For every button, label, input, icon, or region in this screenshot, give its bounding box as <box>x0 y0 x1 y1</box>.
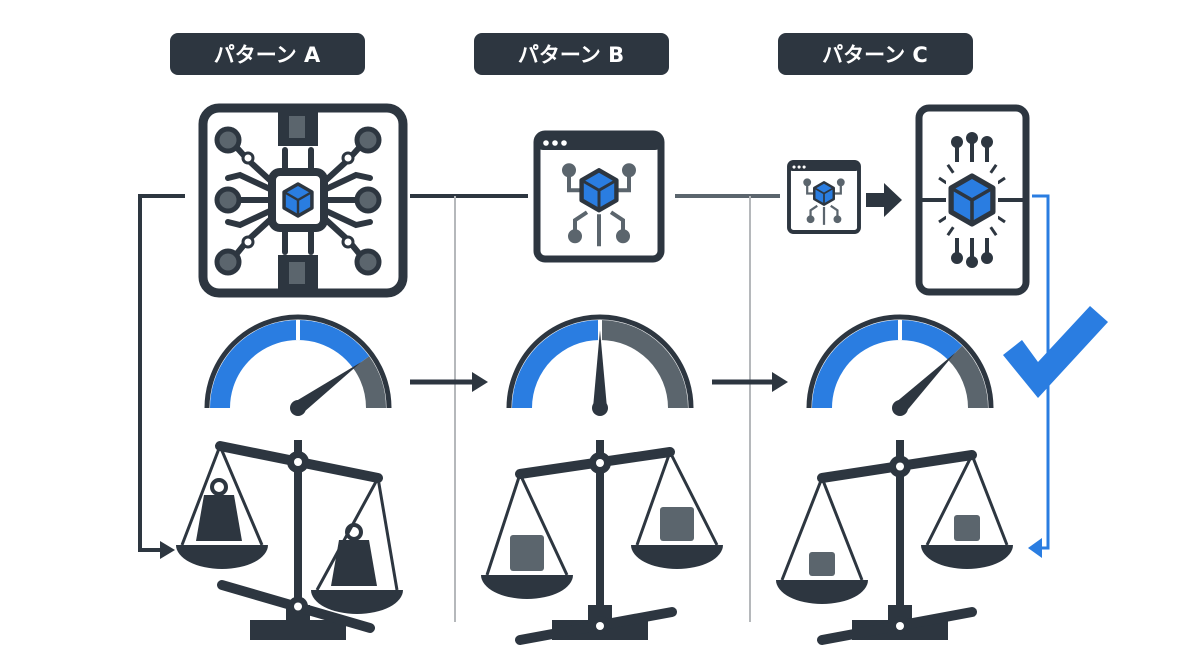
circuit-node <box>241 235 255 249</box>
scale-chain <box>485 469 569 576</box>
circuit-node <box>341 151 355 165</box>
window-dot-icon <box>797 165 801 169</box>
gauge-fill <box>812 320 963 408</box>
arrow-right-icon <box>866 183 902 217</box>
circuit-node <box>568 229 582 244</box>
window-dot-icon <box>543 140 549 146</box>
kettle-weight-icon <box>331 540 377 586</box>
window-titlebar <box>537 134 661 150</box>
circuit-node <box>214 126 242 154</box>
gauge-needle <box>293 362 362 414</box>
gauge-fill <box>512 320 600 408</box>
pattern-label-a-text: パターン A <box>214 43 321 67</box>
checkmark-icon <box>1003 306 1108 398</box>
gauge-remainder <box>600 320 688 408</box>
scale-pan <box>176 545 268 569</box>
gauge-icon-c <box>806 314 994 416</box>
connector-lines <box>138 194 1050 622</box>
circuit-node <box>803 178 812 187</box>
circuit-node <box>562 163 576 178</box>
pattern-label-c-text: パターン C <box>822 43 928 67</box>
gauge-outline <box>806 314 994 409</box>
gauge-needle <box>895 352 956 413</box>
scale-chain <box>180 441 264 546</box>
scale-chain <box>780 473 864 581</box>
scale-pan <box>631 545 723 569</box>
gauge-remainder <box>948 345 988 408</box>
circuit-node <box>981 136 993 148</box>
circuit-node <box>241 151 255 165</box>
circuit-node <box>951 136 963 148</box>
pattern-label-b-text: パターン B <box>518 43 624 67</box>
block-weight-icon <box>510 535 544 571</box>
scale-pan <box>921 545 1013 569</box>
circuit-node <box>966 132 978 144</box>
pattern-label-a: パターン A <box>170 33 365 75</box>
gauge-hub <box>592 400 608 416</box>
gauge-needle <box>593 330 607 408</box>
gauge-outline <box>506 314 694 409</box>
pattern-label-b: パターン B <box>474 33 669 75</box>
circuit-node <box>951 252 963 264</box>
kettle-weight-icon <box>196 495 242 541</box>
scale-pan <box>481 575 573 599</box>
scale-base <box>250 605 346 640</box>
circuit-node <box>214 248 242 276</box>
circuit-node <box>806 215 815 224</box>
circuit-node <box>833 215 842 224</box>
window-dot-icon <box>802 165 806 169</box>
circuit-node <box>354 248 382 276</box>
block-weight-icon <box>809 552 835 576</box>
scale-pan <box>776 580 868 604</box>
gauge-outline <box>204 314 392 409</box>
scale-chain <box>925 451 1009 546</box>
circuit-node <box>354 186 382 214</box>
gauge-hub <box>892 400 908 416</box>
balance-scale-icon-b <box>481 440 723 645</box>
weight-handle <box>345 523 363 541</box>
block-weight-icon <box>660 507 694 541</box>
weight-handle <box>210 478 228 496</box>
balance-scale-icon-a <box>176 440 403 640</box>
browser-window-cube-icon-b <box>533 130 665 263</box>
circuit-node <box>354 126 382 154</box>
scale-chain <box>635 448 719 546</box>
circuit-trace <box>321 171 373 193</box>
window-titlebar <box>789 162 859 171</box>
circuit-trace <box>321 207 373 229</box>
circuit-node <box>966 256 978 268</box>
scale-pan <box>311 590 403 614</box>
balance-scale-icon-c <box>776 440 1013 645</box>
circuit-node <box>616 229 630 244</box>
circuit-node <box>341 235 355 249</box>
device-card-icon <box>866 104 1030 296</box>
window-to-device-icon-small <box>787 160 861 234</box>
block-weight-icon <box>954 515 980 541</box>
pattern-label-c: パターン C <box>778 33 973 75</box>
window-dot-icon <box>552 140 558 146</box>
gauge-icon-b <box>506 314 694 416</box>
circuit-trace <box>225 171 275 193</box>
gauge-hub <box>290 400 306 416</box>
circuit-trace <box>225 207 275 229</box>
gauge-remainder <box>353 356 387 408</box>
circuit-node <box>214 186 242 214</box>
circuit-node <box>981 252 993 264</box>
circuit-node <box>622 163 636 178</box>
gauge-icon-a <box>204 314 392 416</box>
window-dot-icon <box>561 140 567 146</box>
gauge-fill <box>210 320 370 408</box>
circuit-node <box>836 178 845 187</box>
circuit-chip-icon <box>198 103 408 298</box>
window-dot-icon <box>792 165 796 169</box>
